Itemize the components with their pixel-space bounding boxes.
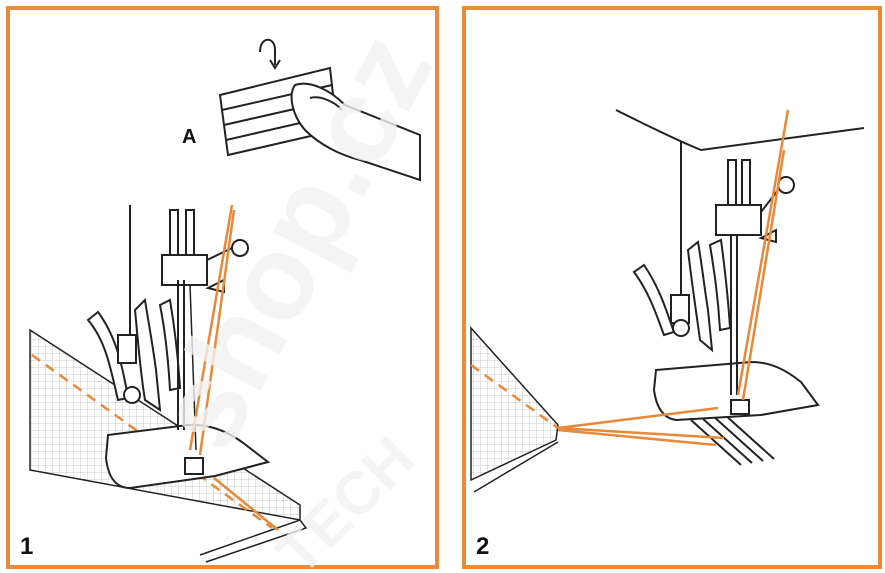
step-2-illustration xyxy=(470,109,865,493)
presser-foot xyxy=(86,205,271,490)
fabric xyxy=(29,328,308,563)
needle-clamp-screw xyxy=(231,239,249,257)
thread xyxy=(557,109,790,447)
step-1-illustration xyxy=(29,38,421,563)
feed-dogs xyxy=(690,413,775,466)
step-1-panel: A 1 xyxy=(6,6,439,569)
step-number-1: 1 xyxy=(20,533,34,560)
step-2-panel: 2 xyxy=(462,6,882,569)
step-number-2: 2 xyxy=(476,533,490,560)
hand xyxy=(290,82,421,182)
stitch-guide-line xyxy=(31,353,273,530)
thread xyxy=(188,204,279,531)
stitch-guide-line xyxy=(470,363,559,430)
presser-foot xyxy=(632,159,820,422)
machine-head xyxy=(615,109,865,300)
reverse-arrow-icon xyxy=(259,38,276,65)
lever-label: A xyxy=(182,126,197,148)
fabric xyxy=(470,326,559,493)
